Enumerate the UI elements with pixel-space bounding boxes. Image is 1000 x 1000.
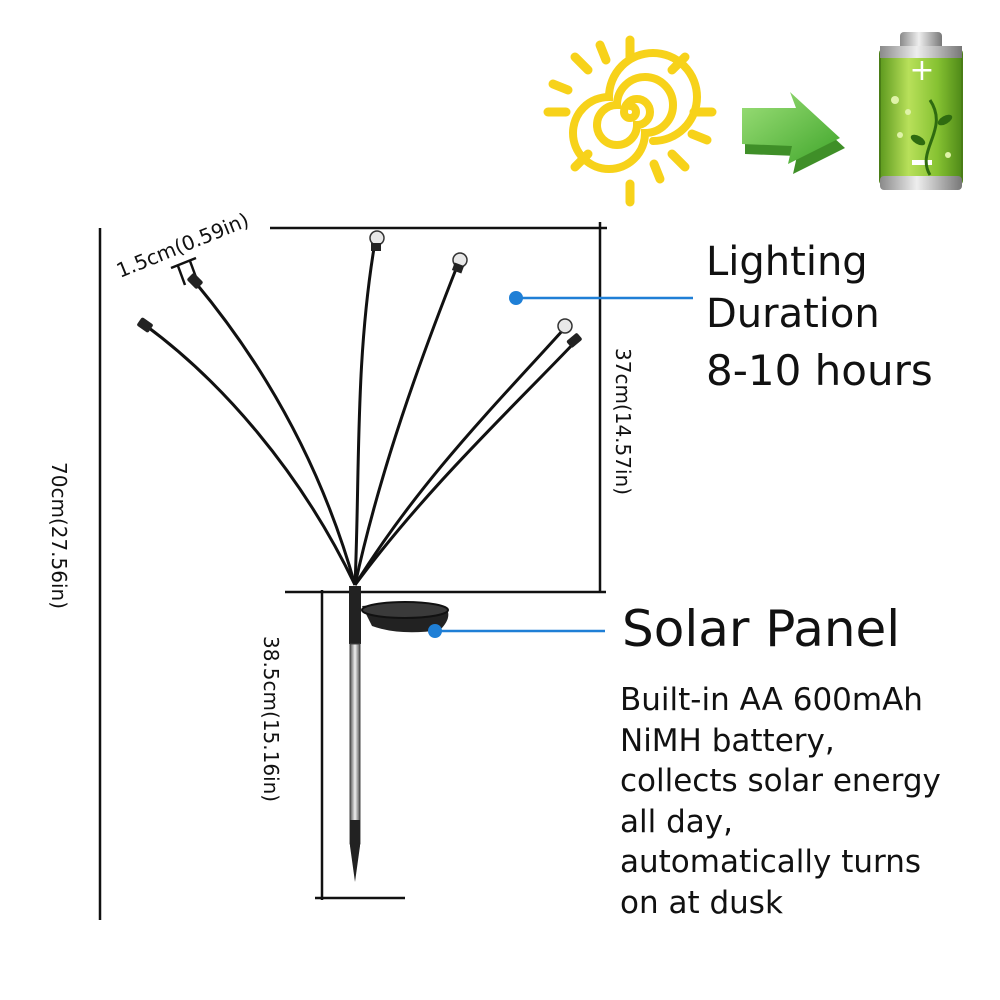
solar-panel-description: Built-in AA 600mAh NiMH battery, collect… — [620, 680, 990, 923]
solar-panel-title: Solar Panel — [622, 600, 901, 658]
solar-panel — [361, 601, 449, 633]
head-height-label: 37cm(14.57in) — [611, 348, 635, 495]
lighting-hours: 8-10 hours — [706, 346, 933, 395]
battery-icon: + — [879, 32, 963, 190]
stake — [349, 586, 361, 882]
solar-desc-line: collects solar energy — [620, 763, 941, 799]
dimension-lines — [98, 222, 607, 920]
callout-pointers — [428, 291, 693, 638]
solar-desc-line: on at dusk — [620, 884, 783, 921]
stake-height-label: 38.5cm(15.16in) — [259, 636, 283, 802]
led-width-label: 1.5cm(0.59in) — [113, 208, 252, 283]
solar-desc-line: NiMH battery, — [620, 722, 835, 759]
solar-desc-line: Built-in AA 600mAh — [620, 682, 923, 718]
lighting-title-line1: Lighting — [706, 239, 868, 285]
svg-text:+: + — [909, 53, 934, 88]
charge-arrow-icon — [742, 92, 845, 174]
lighting-title-line2: Duration — [706, 291, 880, 337]
led-bulbs — [137, 230, 582, 348]
total-height-label: 70cm(27.56in) — [47, 462, 71, 609]
solar-desc-line: automatically turns — [620, 844, 921, 880]
solar-desc-line: all day, — [620, 803, 733, 840]
lighting-duration-title: Lighting Duration — [706, 236, 880, 340]
sun-icon — [543, 35, 717, 207]
light-stems — [144, 241, 576, 586]
